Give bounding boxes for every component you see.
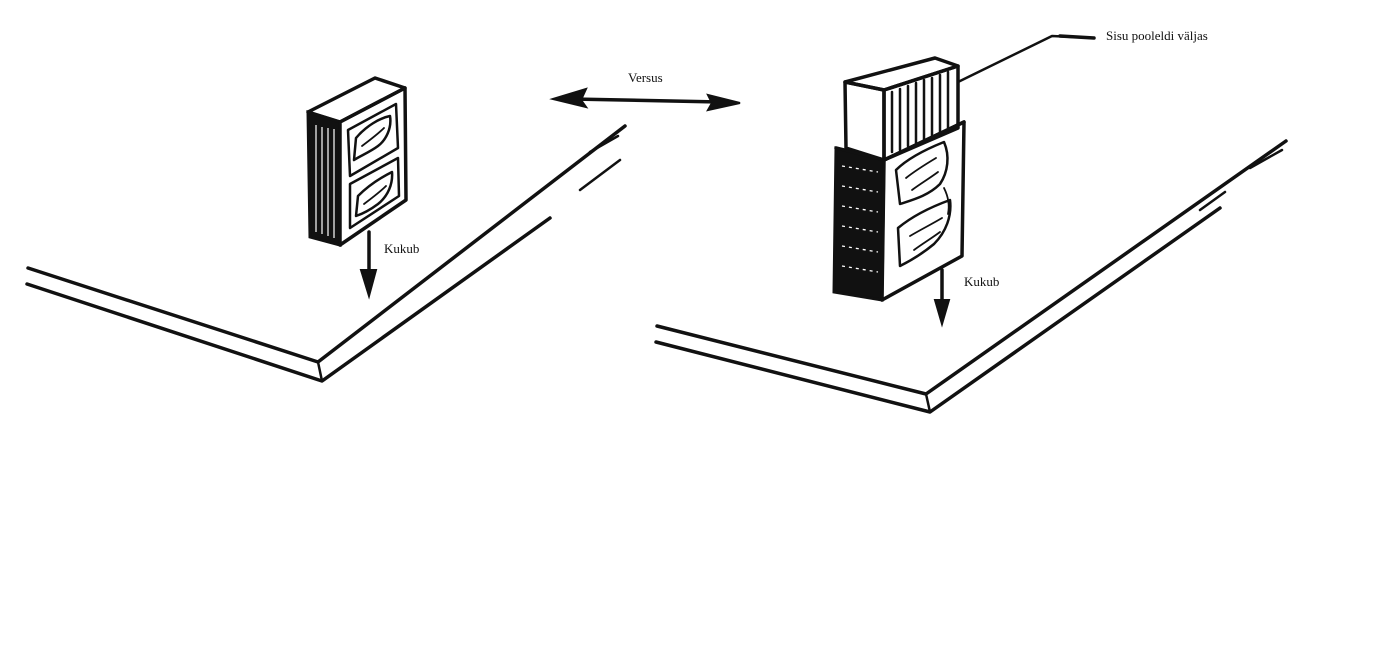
left-matchbox (306, 76, 408, 247)
right-fall-arrow (933, 268, 951, 328)
contents-half-out-label: Sisu pooleldi väljas (1106, 28, 1208, 43)
versus-double-arrow (549, 87, 741, 112)
versus-label: Versus (628, 70, 663, 85)
right-table (654, 139, 1288, 414)
contents-pointer-line (956, 34, 1096, 84)
left-fall-label: Kukub (384, 241, 419, 256)
right-matchbox (832, 56, 966, 302)
right-fall-label: Kukub (964, 274, 999, 289)
left-table (25, 124, 627, 383)
left-fall-arrow (359, 230, 378, 300)
